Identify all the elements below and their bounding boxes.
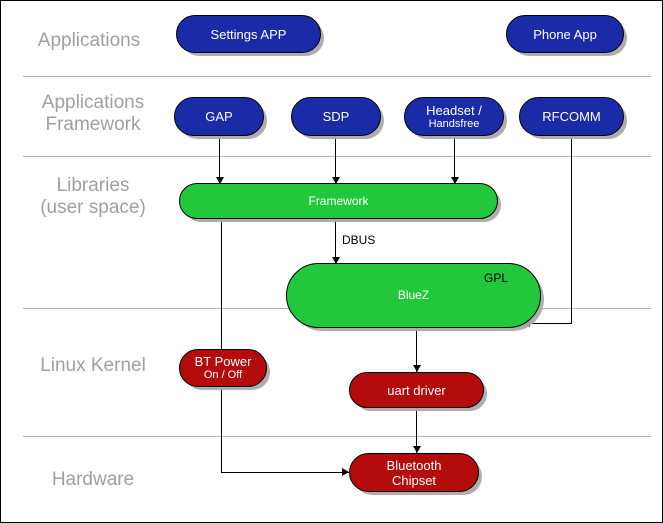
arrowhead-rfcomm-bluez [523,319,530,327]
node-bluetooth-chipset[interactable]: Bluetooth Chipset [349,453,479,492]
node-bt-power[interactable]: BT Power On / Off [179,349,267,387]
arrowhead-framework-chipset [342,468,349,476]
annotation-dbus: DBUS [342,233,376,247]
arrowhead-bluez-uart [413,365,421,372]
node-uart-driver-label: uart driver [387,382,446,398]
edge-framework-chipset-horizontal [221,472,349,473]
layer-label-hardware: Hardware [51,469,135,490]
arrowhead-gap-framework [216,177,224,184]
edge-headset-framework [454,136,455,184]
node-bluez-label: BlueZ [397,288,430,302]
edge-bluez-uart [416,328,417,373]
layer-label-linux-kernel: Linux Kernel [40,355,146,376]
arrowhead-sdp-framework [332,177,340,184]
node-uart-driver[interactable]: uart driver [349,372,484,408]
divider-applications [23,76,651,77]
node-bt-power-label: BT Power [194,354,252,369]
node-gap-label: GAP [205,109,233,124]
node-bluez[interactable]: BlueZ [286,263,541,328]
node-bluetooth-chipset-label: Bluetooth [386,457,442,473]
node-bluetooth-chipset-sublabel: Chipset [391,472,437,488]
node-headset-handsfree-sublabel: Handsfree [428,117,480,130]
node-framework-label: Framework [308,193,369,208]
layer-label-libraries: Libraries (user space) [40,175,146,218]
node-framework[interactable]: Framework [179,183,498,219]
node-headset-handsfree[interactable]: Headset / Handsfree [404,97,504,136]
divider-applications-framework [23,156,651,157]
layer-label-applications: Applications [37,30,141,51]
node-sdp-label: SDP [322,109,350,124]
node-settings-app-label: Settings APP [210,26,287,42]
edge-rfcomm-horizontal [529,323,572,324]
edge-framework-bluez [335,219,336,264]
node-phone-app-label: Phone App [533,26,597,42]
annotation-gpl: GPL [484,271,509,285]
edge-sdp-framework [335,136,336,184]
arrowhead-framework-bluez [332,257,340,264]
arrowhead-uart-chipset [413,446,421,453]
arrowhead-headset-framework [451,177,459,184]
node-settings-app[interactable]: Settings APP [176,15,321,53]
node-rfcomm[interactable]: RFCOMM [519,97,624,136]
layer-label-applications-framework: Applications Framework [41,92,145,135]
node-bt-power-sublabel: On / Off [203,369,243,381]
node-phone-app[interactable]: Phone App [506,15,624,53]
node-headset-handsfree-label: Headset / [426,102,482,118]
node-gap[interactable]: GAP [174,97,264,136]
node-sdp[interactable]: SDP [291,97,381,136]
edge-gap-framework [219,136,220,184]
edge-uart-chipset [416,408,417,454]
node-rfcomm-label: RFCOMM [542,109,601,124]
divider-linux-kernel [23,436,651,437]
edge-framework-chipset-vertical [221,215,222,472]
edge-rfcomm-vertical [571,136,572,324]
